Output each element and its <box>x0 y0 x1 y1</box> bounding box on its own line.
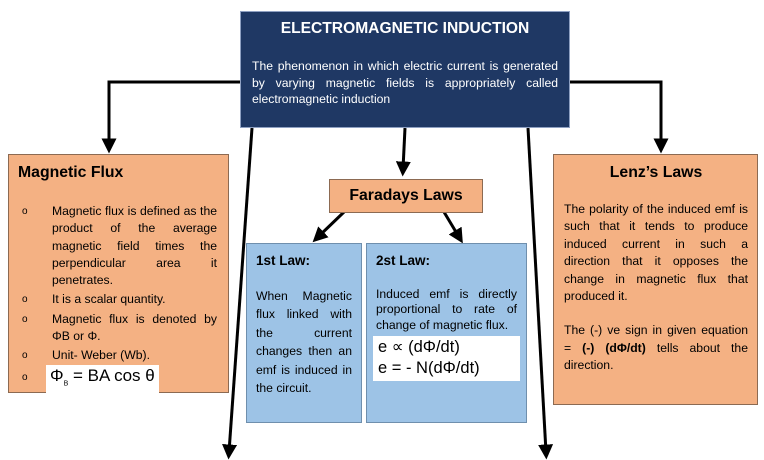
lenz-para-2: The (-) ve sign in given equation = (-) … <box>564 323 748 373</box>
first-law-text: When Magnetic flux linked with the curre… <box>256 289 352 396</box>
main-box: ELECTROMAGNETIC INDUCTION The phenomenon… <box>240 11 570 128</box>
arrow-to-lenz <box>570 80 669 154</box>
flux-formula-item: o ΦB = BA cos θ <box>18 364 217 396</box>
flux-formula: ΦB = BA cos θ <box>46 364 159 396</box>
second-law-formulas: e ∝ (dΦ/dt) e = - N(dΦ/dt) <box>373 336 520 382</box>
lenz-laws-title: Lenz’s Laws <box>609 164 703 181</box>
arrow-to-faradays <box>395 127 411 177</box>
magnetic-flux-title: Magnetic Flux <box>18 164 124 181</box>
formula-proportional: e ∝ (dΦ/dt) <box>378 338 460 357</box>
main-description: The phenomenon in which electric current… <box>252 59 558 106</box>
arrow-to-magnetic-flux <box>101 80 240 154</box>
first-law-box: 1st Law: When Magnetic flux linked with … <box>246 243 362 423</box>
second-law-text: Induced emf is directly proportional to … <box>376 287 517 332</box>
faradays-laws-title: Faradays Laws <box>349 187 463 204</box>
formula-emf: e = - N(dΦ/dt) <box>378 359 480 378</box>
arrow-down-right <box>526 127 554 460</box>
first-law-title: 1st Law: <box>256 253 311 268</box>
main-title: ELECTROMAGNETIC INDUCTION <box>280 20 530 37</box>
arrow-to-second-law <box>442 211 463 244</box>
faradays-laws-box: Faradays Laws <box>329 179 483 213</box>
lenz-para-1: The polarity of the induced emf is such … <box>564 202 748 304</box>
lenz-laws-box: Lenz’s Laws The polarity of the induced … <box>553 154 758 405</box>
second-law-title: 2st Law: <box>376 253 431 268</box>
second-law-box: 2st Law: Induced emf is directly proport… <box>366 243 527 423</box>
arrow-to-first-law <box>312 210 346 243</box>
arrow-down-left <box>222 127 254 460</box>
